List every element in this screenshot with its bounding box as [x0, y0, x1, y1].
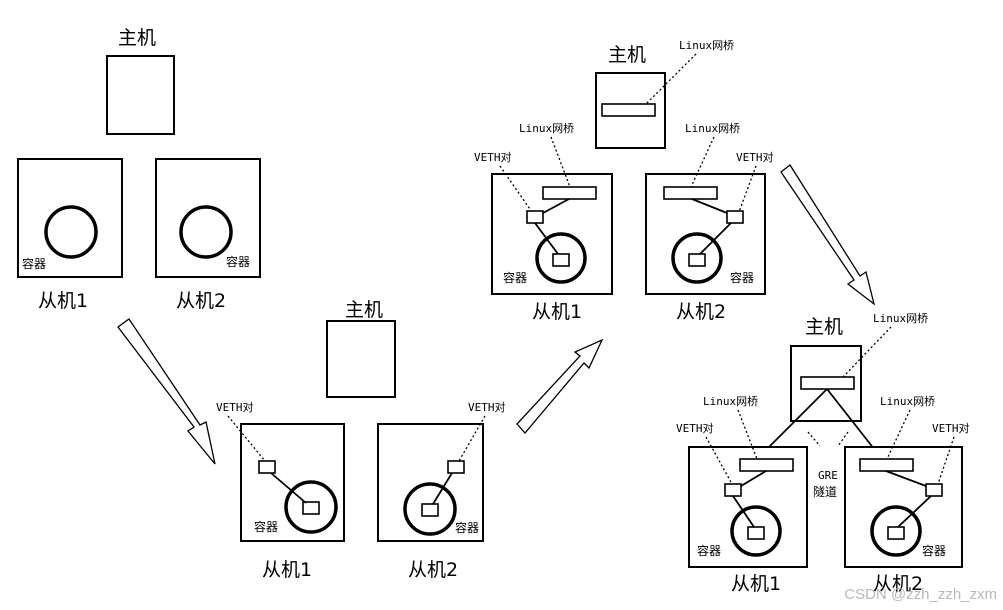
- stage3-slave2-container-circle: [671, 232, 723, 284]
- stage3-slave1-veth-pointer: [499, 165, 533, 213]
- stage1-slave2-container-label: 容器: [226, 254, 250, 269]
- stage3-slave1-veth-link: [534, 222, 559, 255]
- stage3-slave2-label: 从机2: [676, 301, 726, 323]
- stage3-host-bridge-pointer: [645, 53, 697, 105]
- stage3-slave1-container-circle: [535, 232, 587, 284]
- stage-3: 主机 Linux网桥 Linux网桥 VETH对 容器 从机1 Linux网桥 …: [474, 39, 774, 323]
- arrow-stage1-to-stage2: [117, 318, 216, 465]
- stage4-host-bridge-label: Linux网桥: [873, 312, 928, 325]
- stage-2: 主机 VETH对 容器 从机1 VETH对 容器 从机2: [216, 299, 506, 581]
- stage2-host-label: 主机: [345, 299, 383, 321]
- stage3-slave2-bridge: [663, 186, 718, 200]
- stage4-slave2-bridge-link: [885, 470, 927, 487]
- stage4-gre-pointer-left: [807, 431, 821, 447]
- stage-1: 主机 容器 从机1 容器 从机2: [17, 27, 261, 312]
- stage4-slave1-bridge-link: [740, 470, 767, 487]
- stage1-host-box: [106, 55, 175, 135]
- stage3-slave1-veth-end: [526, 210, 544, 224]
- stage1-slave1-label: 从机1: [38, 290, 88, 312]
- stage2-slave1-veth-label: VETH对: [216, 400, 254, 414]
- stage3-slave2-bridge-pointer: [690, 136, 715, 188]
- arrow-stage3-to-stage4: [780, 164, 876, 306]
- stage3-slave2-veth-label: VETH对: [736, 150, 774, 164]
- stage4-slave1-veth-link: [732, 495, 755, 528]
- stage4-gre-pointer-right: [837, 431, 849, 447]
- stage4-slave1-bridge: [739, 458, 794, 472]
- arrow-stage2-to-stage3: [516, 338, 604, 434]
- stage4-slave1-bridge-label: Linux网桥: [703, 395, 758, 408]
- stage3-slave2-veth-link: [699, 222, 732, 255]
- stage3-slave1-container-veth: [552, 253, 570, 267]
- stage2-slave2-container-veth: [421, 503, 439, 517]
- stage4-slave2-veth-label: VETH对: [932, 421, 970, 435]
- stage3-slave2-veth-pointer: [738, 165, 757, 213]
- stage2-slave2-veth-end: [447, 460, 465, 474]
- stage2-slave1-container-label: 容器: [254, 519, 278, 534]
- stage4-slave2-bridge-label: Linux网桥: [880, 395, 935, 408]
- stage3-slave2-bridge-link: [691, 198, 728, 214]
- stage3-slave1-veth-label: VETH对: [474, 150, 512, 164]
- stage3-host-bridge: [601, 103, 656, 117]
- stage4-slave2-veth-pointer: [937, 436, 955, 485]
- stage4-slave1-container-veth: [747, 526, 765, 540]
- stage2-slave1-veth-end: [258, 460, 276, 474]
- stage4-slave2-container-veth: [887, 526, 905, 540]
- stage3-slave1-label: 从机1: [532, 301, 582, 323]
- stage1-slave2-container-circle: [179, 205, 233, 259]
- stage2-slave1-veth-link: [270, 472, 307, 504]
- stage4-slave2-label: 从机2: [873, 573, 923, 595]
- stage2-slave2-veth-link: [432, 472, 453, 505]
- stage1-slave1-container-label: 容器: [22, 256, 46, 271]
- stage4-slave2-bridge-pointer: [886, 409, 911, 460]
- stage3-slave1-bridge: [542, 186, 597, 200]
- stage4-slave2-container-circle: [870, 505, 922, 557]
- stage-4: 主机 Linux网桥 GRE 隧道 Linux网桥 VETH对 容器 从机1 L…: [676, 312, 970, 595]
- stage4-slave1-veth-label: VETH对: [676, 421, 714, 435]
- stage4-slave2-container-label: 容器: [922, 543, 946, 558]
- stage3-slave1-bridge-link: [542, 198, 570, 214]
- stage4-slave1-container-label: 容器: [697, 543, 721, 558]
- stage4-host-bridge: [800, 376, 855, 390]
- stage1-host-label: 主机: [118, 27, 156, 49]
- stage4-slave2-bridge: [859, 458, 914, 472]
- stage3-slave2-veth-end: [726, 210, 744, 224]
- stage2-slave1-label: 从机1: [262, 559, 312, 581]
- stage4-slave1-container-circle: [730, 505, 782, 557]
- stage3-slave2-container-label: 容器: [730, 270, 754, 285]
- stage2-slave2-veth-label: VETH对: [468, 400, 506, 414]
- stage2-slave2-label: 从机2: [408, 559, 458, 581]
- stage3-slave2-bridge-label: Linux网桥: [685, 122, 740, 135]
- stage3-host-label: 主机: [608, 44, 646, 66]
- stage2-slave2-container-label: 容器: [455, 520, 479, 535]
- stage4-gre-label-line1: GRE: [818, 469, 838, 482]
- stage2-slave1-container-veth: [302, 501, 320, 515]
- stage4-slave2-veth-end: [925, 483, 943, 497]
- stage2-slave1-veth-pointer: [227, 415, 266, 462]
- csdn-watermark: CSDN @zzh_zzh_zxm: [844, 586, 997, 603]
- stage3-host-bridge-label: Linux网桥: [679, 39, 734, 52]
- stage2-slave2-container-circle: [403, 482, 457, 536]
- stage1-slave2-label: 从机2: [176, 290, 226, 312]
- stage4-host-label: 主机: [805, 316, 843, 338]
- stage3-slave1-container-label: 容器: [503, 270, 527, 285]
- stage2-host-box: [326, 320, 396, 398]
- stage4-gre-label-line2: 隧道: [813, 484, 837, 499]
- stage3-slave2-container-veth: [688, 253, 706, 267]
- stage4-slave2-veth-link: [897, 495, 932, 528]
- stage4-slave1-label: 从机1: [731, 573, 781, 595]
- stage2-slave1-container-circle: [284, 480, 338, 534]
- stage1-slave1-container-circle: [44, 205, 98, 259]
- stage4-slave1-veth-end: [724, 483, 742, 497]
- stage3-slave1-bridge-label: Linux网桥: [519, 122, 574, 135]
